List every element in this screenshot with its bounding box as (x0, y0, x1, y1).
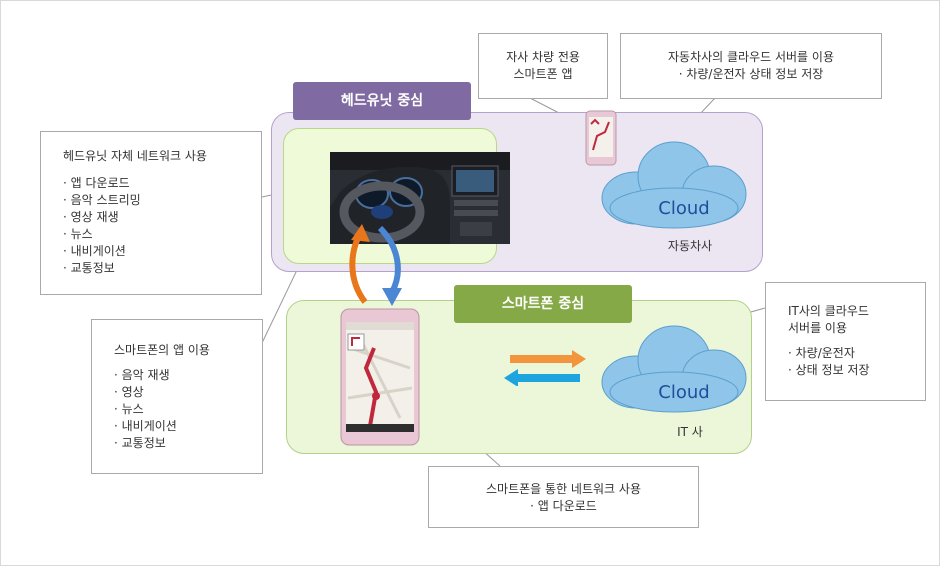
list-item: · 앱 다운로드 (63, 176, 130, 190)
network-via-smartphone-note: 스마트폰을 통한 네트워크 사용 · 앱 다운로드 (428, 466, 699, 528)
carmaker-cloud-label: 자동차사 (667, 239, 713, 253)
head-unit-tag: 헤드유닛 중심 (293, 82, 471, 120)
head-unit-note-list: · 앱 다운로드 · 음악 스트리밍 · 영상 재생 · 뉴스 · 내비게이션 … (63, 175, 261, 277)
it-cloud-note: IT사의 클라우드 서버를 이용 · 차량/운전자 · 상태 정보 저장 (765, 282, 926, 401)
list-item: · 교통정보 (63, 261, 115, 275)
list-item: · 차량/운전자 (788, 346, 855, 360)
orange-right-arrow-head (572, 350, 586, 368)
carmaker-cloud-note-line1: 자동차사의 클라우드 서버를 이용 (667, 50, 834, 64)
list-item: · 영상 (114, 385, 144, 399)
smartphone-note-list: · 음악 재생 · 영상 · 뉴스 · 내비게이션 · 교통정보 (114, 367, 262, 452)
carmaker-app-note-line2: 스마트폰 앱 (513, 67, 573, 81)
list-item: · 음악 재생 (114, 368, 170, 382)
headunit-phone-arrows (349, 224, 402, 306)
list-item: · 상태 정보 저장 (788, 363, 870, 377)
it-cloud-note-list: · 차량/운전자 · 상태 정보 저장 (788, 345, 925, 379)
head-unit-network-note: 헤드유닛 자체 네트워크 사용 · 앱 다운로드 · 음악 스트리밍 · 영상 … (40, 131, 262, 295)
it-cloud-note-line1: IT사의 클라우드 (788, 304, 869, 318)
network-note-line2: · 앱 다운로드 (530, 499, 597, 513)
phone-cloud-arrows (504, 350, 586, 386)
carmaker-cloud-note: 자동차사의 클라우드 서버를 이용 · 차량/운전자 상태 정보 저장 (620, 33, 882, 99)
smartphone-image (340, 308, 420, 446)
carmaker-cloud-text: Cloud (658, 198, 709, 219)
it-cloud-icon: Cloud (601, 325, 747, 413)
list-item: · 교통정보 (114, 436, 166, 450)
it-cloud-note-line2: 서버를 이용 (788, 321, 848, 335)
head-unit-note-title: 헤드유닛 자체 네트워크 사용 (63, 149, 207, 163)
smartphone-tag: 스마트폰 중심 (454, 285, 632, 323)
carmaker-app-phone (585, 110, 617, 166)
blue-arrow (377, 225, 401, 294)
list-item: · 내비게이션 (63, 244, 126, 258)
network-note-line1: 스마트폰을 통한 네트워크 사용 (486, 482, 641, 496)
orange-arrow (349, 232, 368, 304)
smartphone-app-note: 스마트폰의 앱 이용 · 음악 재생 · 영상 · 뉴스 · 내비게이션 · 교… (91, 319, 263, 474)
carmaker-cloud-note-line2: · 차량/운전자 상태 정보 저장 (678, 67, 824, 81)
smartphone-note-title: 스마트폰의 앱 이용 (114, 343, 210, 357)
list-item: · 뉴스 (63, 227, 93, 241)
it-cloud-label: IT 사 (677, 425, 703, 439)
list-item: · 내비게이션 (114, 419, 177, 433)
it-cloud-text: Cloud (658, 382, 709, 403)
carmaker-app-note: 자사 차량 전용 스마트폰 앱 (478, 33, 608, 99)
blue-left-arrow (516, 374, 580, 382)
blue-left-arrow-head (504, 369, 518, 386)
orange-right-arrow (510, 355, 574, 363)
orange-arrow-head (351, 224, 370, 242)
carmaker-cloud-icon: Cloud (601, 141, 747, 229)
blue-arrow-head (382, 288, 402, 306)
list-item: · 음악 스트리밍 (63, 193, 141, 207)
carmaker-app-note-line1: 자사 차량 전용 (506, 50, 580, 64)
list-item: · 영상 재생 (63, 210, 119, 224)
list-item: · 뉴스 (114, 402, 144, 416)
